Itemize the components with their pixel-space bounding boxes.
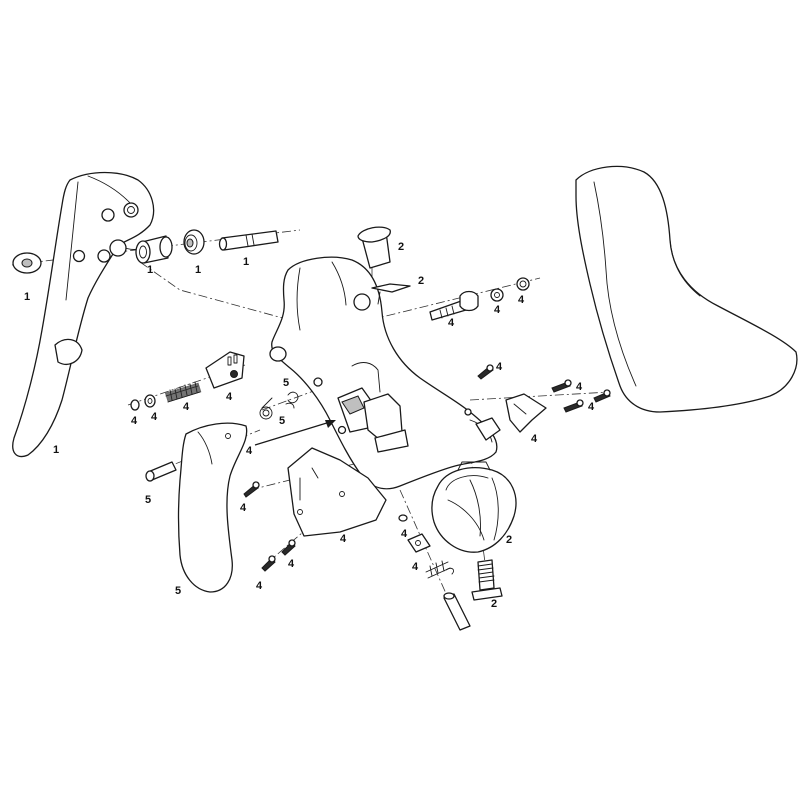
callout-label: 4 [226, 391, 233, 403]
pivot-washer-a [490, 288, 504, 302]
barrel-adjuster [471, 559, 503, 601]
callout-label: 5 [283, 377, 289, 389]
lever-pin [145, 461, 177, 482]
callout-label: 4 [256, 580, 263, 592]
callout-label: 2 [506, 534, 512, 546]
callout-label: 1 [147, 264, 153, 276]
callout-label: 4 [496, 361, 503, 373]
callout-label: 2 [398, 241, 404, 253]
leader-lever-body [139, 261, 291, 321]
right-screw-c [593, 389, 611, 403]
return-spring-stack [130, 381, 202, 411]
lever-spacer [183, 229, 205, 255]
callout-label: 4 [494, 304, 501, 316]
rubber-hood [575, 165, 798, 413]
callout-label: 1 [24, 291, 30, 303]
callout-label: 4 [588, 401, 595, 413]
lower-spring [425, 560, 455, 579]
cable-stop [407, 533, 431, 553]
brake-lever-blade [12, 171, 155, 458]
clamp-bracket [505, 393, 547, 433]
shift-paddle [177, 422, 248, 593]
callout-label: 5 [279, 415, 285, 427]
bottom-screw-a [261, 555, 276, 572]
leader-small-spring [261, 384, 331, 411]
callout-label: 5 [145, 494, 151, 506]
callout-label: 1 [243, 256, 249, 268]
handlebar-clamp-band [431, 461, 517, 553]
cover-screw [243, 481, 260, 498]
callout-label: 4 [576, 381, 583, 393]
callout-label: 1 [53, 444, 59, 456]
callout-label: 4 [288, 558, 295, 570]
callout-label: 4 [401, 528, 408, 540]
callout-label: 4 [151, 411, 158, 423]
cover-plate [287, 447, 387, 537]
callout-labels: 1 1 1 1 1 2 2 2 2 4 4 4 4 4 4 4 4 4 4 4 … [24, 241, 595, 610]
callout-label: 4 [240, 502, 247, 514]
leader-pivot-bolt [369, 277, 541, 321]
pivot-bolt [429, 290, 479, 321]
callout-label: 4 [246, 445, 253, 457]
body-screw [477, 364, 494, 380]
top-cable-plug [357, 226, 391, 269]
callout-label: 4 [340, 533, 347, 545]
torsion-spring [259, 391, 299, 420]
lower-pin [443, 592, 471, 631]
small-washer [398, 514, 408, 522]
bottom-screw-b [281, 539, 296, 556]
assembly-arrow [254, 420, 336, 446]
callout-label: 4 [183, 401, 190, 413]
top-spring-clip [371, 283, 411, 305]
right-screw-b [563, 399, 584, 413]
callout-label: 1 [195, 264, 201, 276]
lever-pivot-pin [218, 230, 279, 251]
callout-label: 2 [491, 598, 497, 610]
lever-bracket-plate [205, 351, 245, 389]
lever-bushing [135, 235, 173, 264]
leader-right-screws [469, 391, 611, 401]
callout-label: 4 [448, 317, 455, 329]
callout-label: 4 [412, 561, 419, 573]
callout-label: 4 [531, 433, 538, 445]
callout-label: 4 [518, 294, 525, 306]
leader-cover-screw [249, 459, 371, 491]
lever-body [269, 256, 501, 490]
callout-label: 5 [175, 585, 181, 597]
right-screw-a [551, 379, 572, 393]
pivot-washer-b [516, 277, 530, 291]
callout-label: 2 [418, 275, 424, 287]
lever-pivot-washer [12, 252, 42, 274]
callout-label: 4 [131, 415, 138, 427]
